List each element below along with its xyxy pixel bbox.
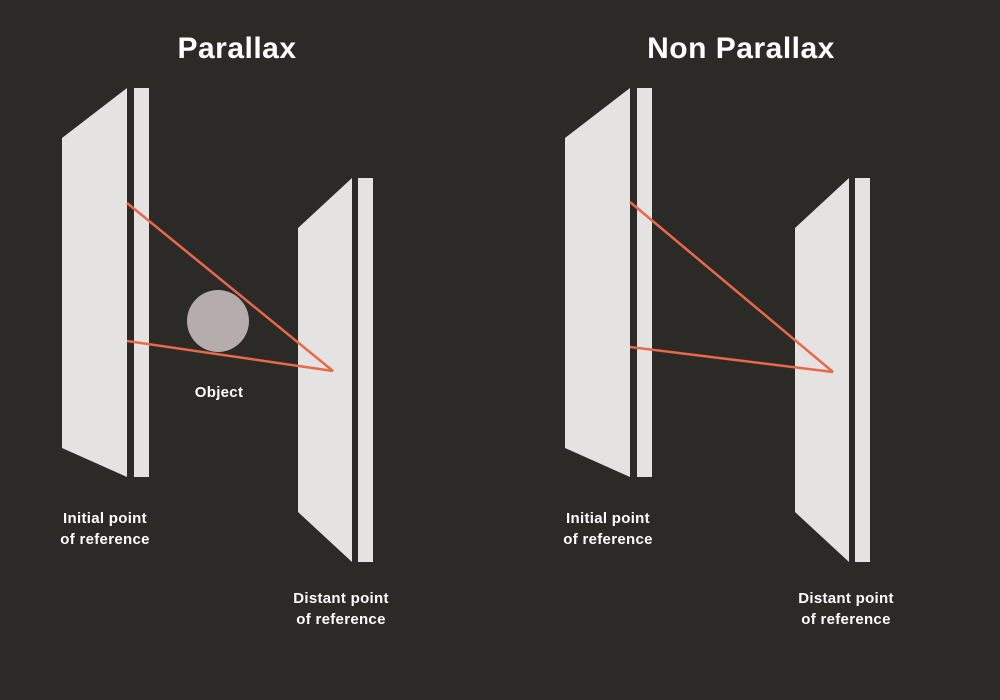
- non-parallax-initial-panel-face: [565, 88, 630, 477]
- parallax-title: Parallax: [177, 32, 297, 65]
- non-parallax-distant-reference-label: Distant point of reference: [798, 590, 894, 628]
- parallax-initial-panel-edge: [134, 88, 149, 477]
- object-label: Object: [194, 384, 244, 401]
- parallax-sightline-lower: [126, 339, 334, 373]
- parallax-shapes: [62, 88, 373, 562]
- non-parallax-title: Non Parallax: [647, 32, 835, 65]
- non-parallax-sightline-lower: [629, 345, 834, 374]
- parallax-initial-panel-face: [62, 88, 127, 477]
- parallax-initial-reference-label: Initial point of reference: [60, 510, 150, 548]
- non-parallax-sightline-upper: [629, 201, 834, 373]
- parallax-sightline-upper: [126, 202, 334, 372]
- non-parallax-initial-reference-label: Initial point of reference: [563, 510, 653, 548]
- non-parallax-initial-panel-edge: [637, 88, 652, 477]
- parallax-distant-reference-label: Distant point of reference: [293, 590, 389, 628]
- non-parallax-shapes: [565, 88, 870, 562]
- object-circle: [187, 290, 249, 352]
- non-parallax-distant-panel-edge: [855, 178, 870, 562]
- parallax-distant-panel-edge: [358, 178, 373, 562]
